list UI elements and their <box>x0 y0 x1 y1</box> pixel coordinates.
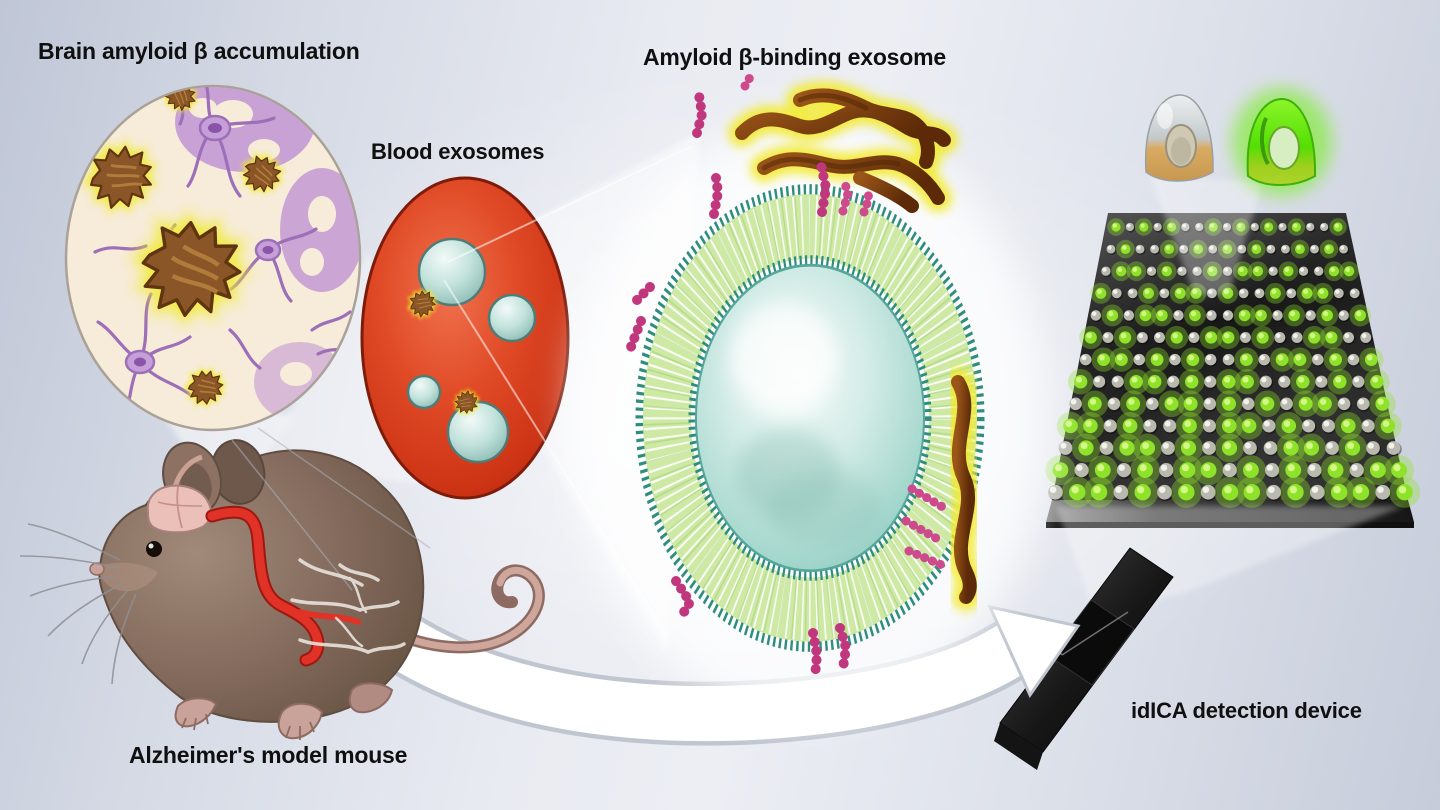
brain-tissue-circle <box>64 84 362 432</box>
label-alzheimers-mouse: Alzheimer's model mouse <box>129 742 408 768</box>
vessel-branches <box>290 558 406 654</box>
label-amyloid-binding-exosome: Amyloid β-binding exosome <box>643 44 946 70</box>
mouse-tail <box>390 564 545 654</box>
mouse-illustration <box>19 427 545 740</box>
blood-vessel <box>205 505 361 667</box>
amyloid-fibril-right <box>944 368 984 611</box>
abeta-bead-chains <box>624 67 951 681</box>
label-idica-device: idICA detection device <box>1131 698 1362 723</box>
label-blood-exosomes: Blood exosomes <box>371 139 545 164</box>
mouse-brain <box>146 484 212 534</box>
magnifier-cone <box>1150 176 1263 294</box>
positive-well-dome <box>1232 88 1332 196</box>
microarray-chip <box>1045 176 1421 528</box>
label-brain-amyloid: Brain amyloid β accumulation <box>38 38 360 64</box>
flow-arrow <box>303 553 1081 746</box>
amyloid-fibril-top <box>728 81 958 213</box>
negative-well-dome <box>1144 94 1214 182</box>
mouse-feet <box>174 682 394 740</box>
mouse-whiskers <box>19 523 137 685</box>
exosome-spheres <box>406 237 537 464</box>
mouse-muzzle <box>89 562 158 592</box>
neuron-somas <box>124 114 282 375</box>
mouse-eye <box>146 541 162 557</box>
body-callout-lines <box>231 427 431 591</box>
test-strip-device <box>994 547 1174 770</box>
